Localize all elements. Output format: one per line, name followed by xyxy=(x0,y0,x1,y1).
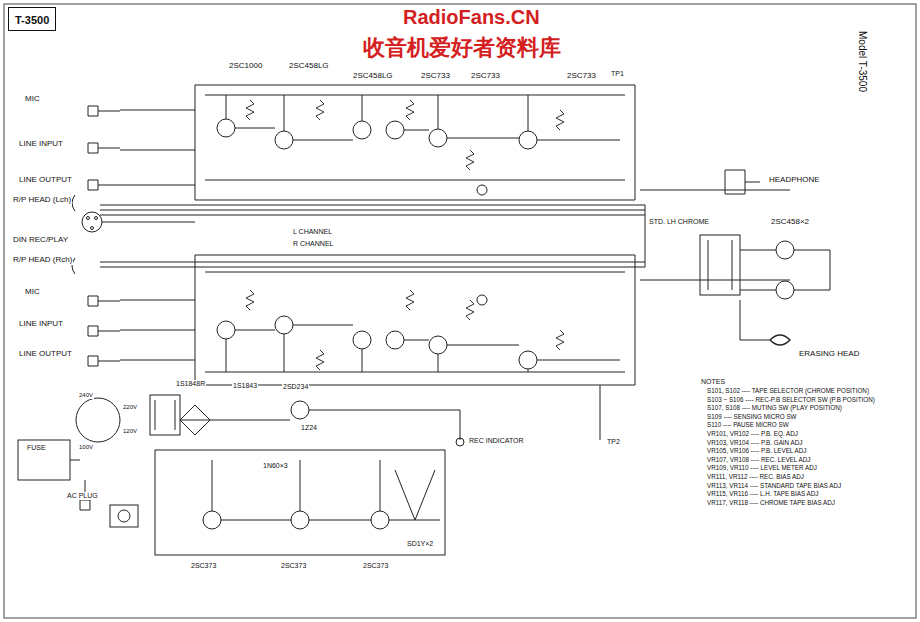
part-number: 2SC373 xyxy=(280,562,307,570)
part-number: 1Z24 xyxy=(300,424,318,432)
note-line: VR113, VR114 ---- STANDARD TAPE BIAS ADJ xyxy=(706,483,842,490)
jack-label: MIC xyxy=(24,288,41,297)
voltage-label: 240V xyxy=(78,392,94,399)
title-text: T-3500 xyxy=(15,14,49,26)
part-number: 2SD234 xyxy=(282,383,309,391)
note-line: VR115, VR116 ---- L.H. TAPE BIAS ADJ xyxy=(706,491,820,498)
fuse-label: FUSE xyxy=(26,444,47,452)
part-number: 2SC458×2 xyxy=(770,218,810,227)
part-number: 1S1848R xyxy=(175,380,206,388)
jack-label: DIN REC/PLAY xyxy=(12,236,69,245)
note-line: VR105, VR106 ---- P.B. LEVEL ADJ xyxy=(706,448,807,455)
part-number: 2SC733 xyxy=(420,72,451,81)
test-point: TP2 xyxy=(606,438,621,446)
part-number: 2SC458LG xyxy=(352,72,394,81)
note-line: S107, S108 ---- MUTING SW (PLAY POSITION… xyxy=(706,405,843,412)
channel-label: L CHANNEL xyxy=(292,228,333,236)
part-number: 2SC458LG xyxy=(288,62,330,71)
part-number: SD1Y×2 xyxy=(406,540,434,548)
part-number: 2SC733 xyxy=(470,72,501,81)
note-line: VR101, VR102 ---- P.B. EQ. ADJ xyxy=(706,431,799,438)
part-number: 1N60×3 xyxy=(262,462,289,470)
indicator-label: REC INDICATOR xyxy=(468,437,525,445)
note-line: VR117, VR118 ---- CHROME TAPE BIAS ADJ xyxy=(706,500,836,507)
note-line: VR107, VR108 ---- REC. LEVEL ADJ xyxy=(706,457,811,464)
head-label: ERASING HEAD xyxy=(798,350,860,359)
jack-label: LINE INPUT xyxy=(18,320,64,329)
voltage-label: 120V xyxy=(122,428,138,435)
notes-heading: NOTES xyxy=(700,378,726,386)
part-number: 2SC373 xyxy=(190,562,217,570)
watermark: RadioFans.CN xyxy=(402,6,541,28)
note-line: VR109, VR110 ---- LEVEL METER ADJ xyxy=(706,465,818,472)
channel-label: R CHANNEL xyxy=(292,240,334,248)
jack-label: R/P HEAD (Rch) xyxy=(12,256,73,265)
test-point: TP1 xyxy=(610,70,625,78)
jack-label: HEADPHONE xyxy=(768,176,821,185)
part-number: 2SC1000 xyxy=(228,62,263,71)
note-line: S109 ---- SENSING MICRO SW xyxy=(706,414,798,421)
part-number: 2SC373 xyxy=(362,562,389,570)
note-line: S103 ~ S106 ---- REC-P.B SELECTOR SW (P.… xyxy=(706,397,876,404)
jack-label: R/P HEAD (Lch) xyxy=(12,196,72,205)
jack-label: LINE OUTPUT xyxy=(18,176,73,185)
jack-label: LINE OUTPUT xyxy=(18,350,73,359)
watermark: 收音机爱好者资料库 xyxy=(362,36,562,60)
title-box: T-3500 xyxy=(8,7,56,31)
jack-label: LINE INPUT xyxy=(18,140,64,149)
switch-label: STD. LH CHROME xyxy=(648,218,710,226)
note-line: VR111, VR112 ---- REC. BIAS ADJ xyxy=(706,474,805,481)
voltage-label: 220V xyxy=(122,404,138,411)
part-number: 2SC733 xyxy=(566,72,597,81)
model-label: Model T-3500 xyxy=(857,30,868,93)
note-line: S110 ---- PAUSE MICRO SW xyxy=(706,422,790,429)
part-number: 1S1843 xyxy=(232,382,258,390)
note-line: S101, S102 ---- TAPE SELECTOR (CHROME PO… xyxy=(706,388,870,395)
voltage-label: 100V xyxy=(78,444,94,451)
jack-label: MIC xyxy=(24,95,41,104)
plug-label: AC PLUG xyxy=(66,492,99,500)
note-line: VR103, VR104 ---- P.B. GAIN ADJ xyxy=(706,440,803,447)
